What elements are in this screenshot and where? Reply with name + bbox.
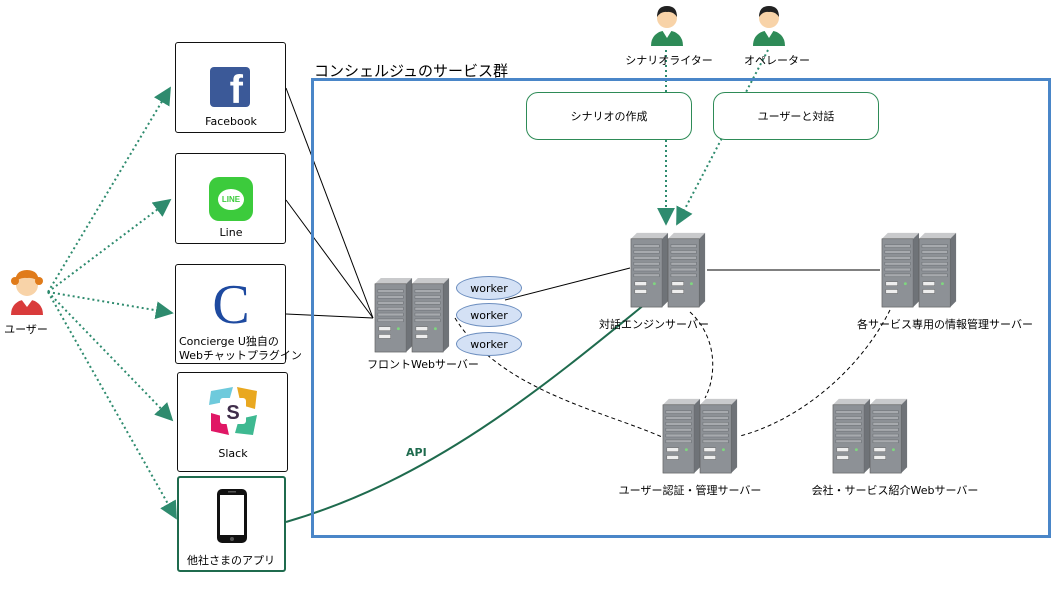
server-user-auth[interactable] xyxy=(661,396,741,476)
server-company-web-label: 会社・サービス紹介Webサーバー xyxy=(811,484,979,497)
edge-info-auth xyxy=(739,309,891,437)
channel-facebook[interactable]: f Facebook xyxy=(175,42,286,133)
server-icon xyxy=(630,232,706,308)
smartphone-icon xyxy=(217,489,247,543)
edge-facebook-front xyxy=(285,87,374,319)
channel-line-label: Line xyxy=(219,226,243,239)
task-create-scenario: シナリオの作成 xyxy=(526,92,692,140)
worker-1: worker xyxy=(456,276,522,300)
user-icon xyxy=(11,270,43,315)
edge-operator-dialog xyxy=(676,49,769,226)
channel-partner-app[interactable]: 他社さまのアプリ xyxy=(177,476,286,572)
svg-text:S: S xyxy=(226,402,239,424)
server-info-management-label: 各サービス専用の情報管理サーバー xyxy=(857,318,1033,331)
edge-app-dialog-api xyxy=(285,299,651,523)
channel-line[interactable]: LINE Line xyxy=(175,153,286,244)
scenario-writer-icon xyxy=(651,6,683,46)
edge-user-line xyxy=(47,198,172,293)
edge-concierge-front xyxy=(285,313,374,319)
server-icon xyxy=(374,277,450,353)
facebook-icon: f xyxy=(210,67,250,107)
user-label: ユーザー xyxy=(4,323,48,336)
line-icon: LINE xyxy=(209,177,253,221)
channel-slack[interactable]: S Slack xyxy=(177,372,288,472)
edge-user-facebook xyxy=(47,86,171,293)
channel-facebook-label: Facebook xyxy=(205,115,257,128)
channel-concierge-plugin[interactable]: C Concierge U独自の Webチャットプラグイン xyxy=(175,264,302,364)
server-front-web[interactable] xyxy=(372,276,454,354)
server-front-web-label: フロントWebサーバー xyxy=(367,358,479,371)
edge-line-front xyxy=(285,199,374,319)
channel-concierge-plugin-label-1: Concierge U独自の xyxy=(179,335,279,348)
slack-icon: S xyxy=(209,387,257,435)
edge-front-dialog xyxy=(504,267,631,301)
concierge-u-icon: C xyxy=(212,274,250,336)
operator-icon xyxy=(753,6,785,46)
edge-dialog-auth xyxy=(689,311,714,399)
server-dialog-engine[interactable] xyxy=(629,230,709,310)
server-icon xyxy=(832,398,908,474)
operator-label: オペレーター xyxy=(744,54,810,67)
edge-user-concierge xyxy=(47,291,174,320)
edge-user-app xyxy=(47,291,177,520)
channel-concierge-plugin-label-2: Webチャットプラグイン xyxy=(179,349,302,362)
channel-partner-app-label: 他社さまのアプリ xyxy=(187,554,275,567)
server-company-web[interactable] xyxy=(831,396,911,476)
region-title: コンシェルジュのサービス群 xyxy=(314,62,508,80)
task-user-dialog: ユーザーと対話 xyxy=(713,92,879,140)
server-user-auth-label: ユーザー認証・管理サーバー xyxy=(618,484,762,497)
api-label: API xyxy=(406,446,427,459)
worker-3: worker xyxy=(456,332,522,356)
channel-slack-label: Slack xyxy=(218,447,248,460)
server-icon xyxy=(881,232,957,308)
server-icon xyxy=(662,398,738,474)
server-info-management[interactable] xyxy=(880,230,960,310)
server-dialog-engine-label: 対話エンジンサーバー xyxy=(599,318,709,331)
concierge-services-region xyxy=(311,78,1051,538)
scenario-writer-label: シナリオライター xyxy=(625,54,713,67)
worker-2: worker xyxy=(456,303,522,327)
